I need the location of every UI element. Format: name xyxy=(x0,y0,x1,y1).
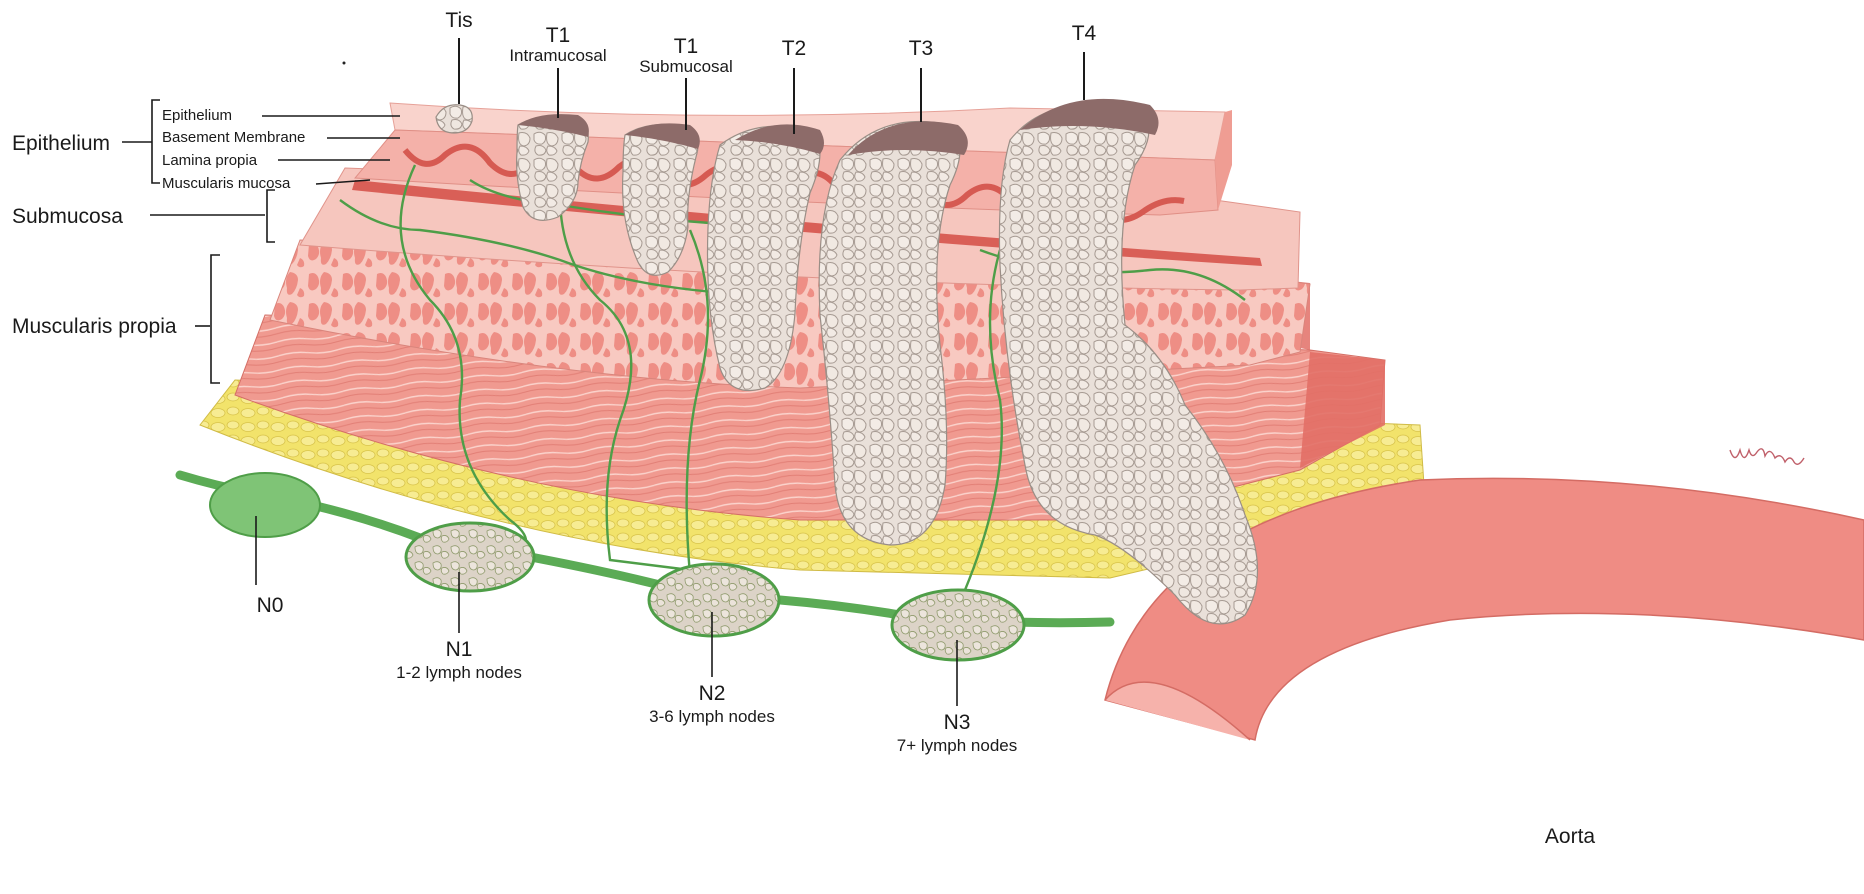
epithelium-bracket xyxy=(152,100,160,183)
tumor-t3 xyxy=(819,122,960,545)
t-stage-label-4: T3 xyxy=(909,37,934,60)
t-stage-label-3: T2 xyxy=(782,37,807,60)
lymph-node-n3 xyxy=(892,590,1024,660)
lymph-node-n0 xyxy=(210,473,320,537)
label-basement-membrane: Basement Membrane xyxy=(162,129,305,146)
label-submucosa: Submucosa xyxy=(12,205,123,228)
lymph-node-n2 xyxy=(649,564,779,636)
t-stage-sublabel-2: Submucosal xyxy=(639,57,733,76)
label-epithelium: Epithelium xyxy=(162,107,232,124)
t-stage-label-1: T1 xyxy=(546,24,571,47)
submucosa-bracket xyxy=(267,190,275,242)
label-epithelium-group: Epithelium xyxy=(12,132,110,155)
label-muscularis-propia: Muscularis propia xyxy=(12,315,177,338)
n-stage-sublabel-2: 3-6 lymph nodes xyxy=(649,707,775,726)
t-stage-sublabel-1: Intramucosal xyxy=(509,46,606,65)
n-stage-sublabel-3: 7+ lymph nodes xyxy=(897,736,1018,755)
artist-signature xyxy=(1730,449,1804,464)
t-stage-label-5: T4 xyxy=(1072,22,1097,45)
n-stage-label-1: N1 xyxy=(446,638,473,661)
muscularis-bracket xyxy=(211,255,220,383)
n-stage-label-0: N0 xyxy=(257,594,284,617)
n-stage-label-3: N3 xyxy=(944,711,971,734)
t-stage-label-0: Tis xyxy=(445,9,472,32)
n-stage-sublabel-1: 1-2 lymph nodes xyxy=(396,663,522,682)
label-aorta: Aorta xyxy=(1545,825,1596,848)
t-stage-label-2: T1 xyxy=(674,35,699,58)
lymph-node-n1 xyxy=(406,523,534,591)
decorative-dot xyxy=(343,62,346,65)
n-stage-label-2: N2 xyxy=(699,682,726,705)
label-lamina-propia: Lamina propia xyxy=(162,152,258,169)
